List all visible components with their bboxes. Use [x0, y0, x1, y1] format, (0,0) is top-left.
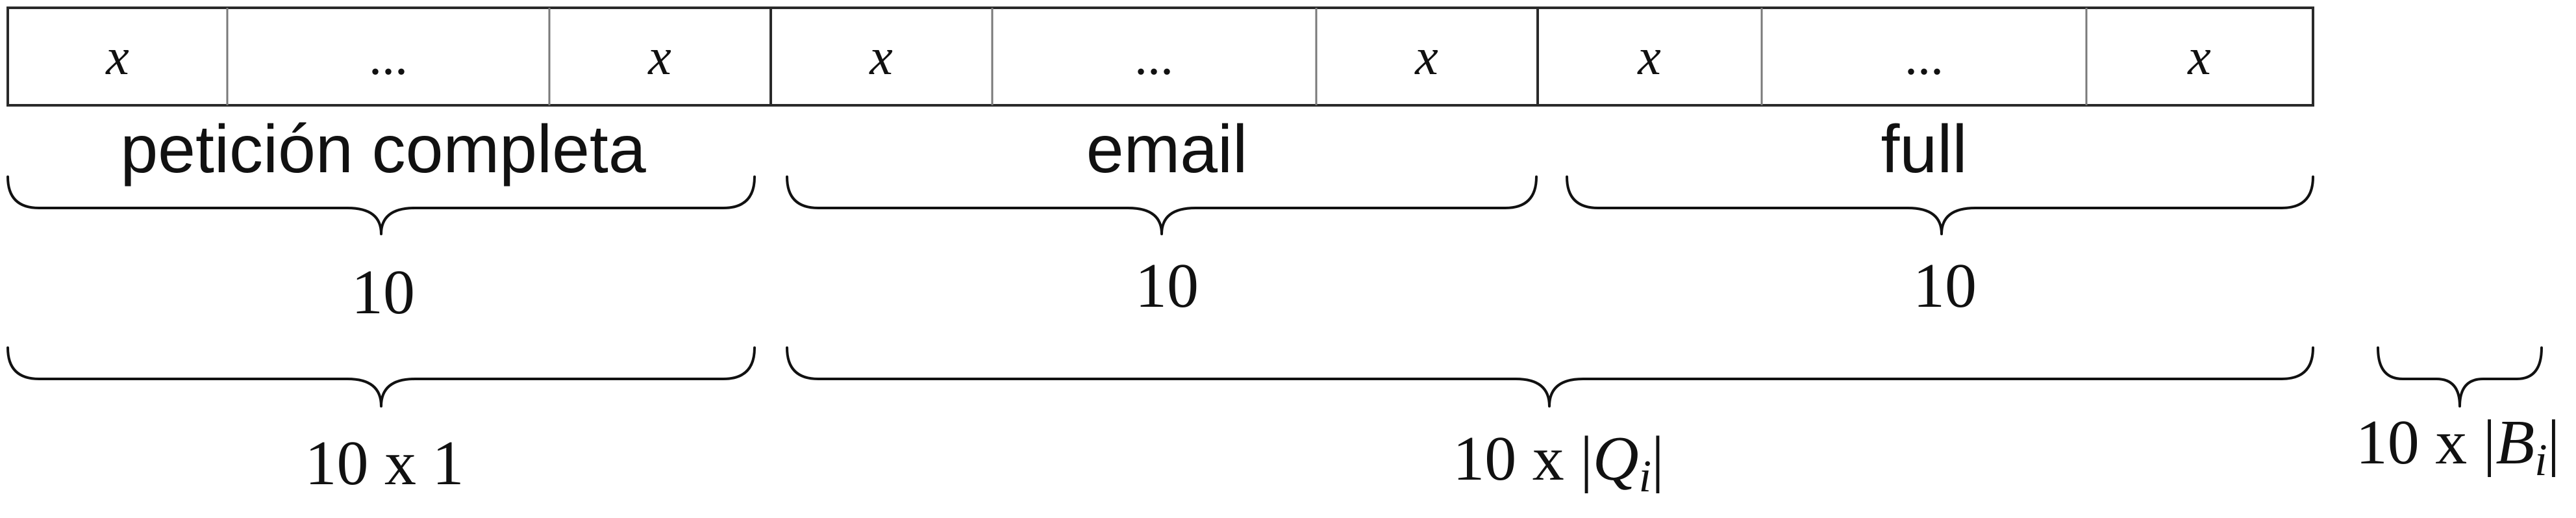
sequence-cell: x [1414, 29, 1438, 86]
total-label: 10 x 1 [305, 428, 464, 499]
total-brace [786, 346, 2314, 408]
total-brace [6, 346, 756, 408]
group-brace [1566, 175, 2314, 235]
sequence-cell: x [105, 29, 129, 86]
total-label-subscript: i [1639, 452, 1651, 502]
total-label-prefix: 10 x | [1453, 424, 1593, 494]
group-label: email [1086, 112, 1248, 187]
sequence-cell: x [869, 29, 893, 86]
sequence-cell: ... [1905, 29, 1944, 86]
group-count: 10 [1913, 251, 1977, 321]
sequence-bar-outline [6, 6, 2314, 107]
total-label-prefix: 10 x 1 [305, 428, 464, 499]
sequence-cell: ... [1134, 29, 1173, 86]
group-count: 10 [351, 257, 415, 328]
total-label-subscript: i [2534, 435, 2547, 486]
total-label-prefix: 10 x | [2356, 408, 2496, 478]
sequence-cell: x [2187, 29, 2211, 86]
group-brace [786, 175, 1538, 235]
total-label-suffix: | [2547, 408, 2560, 478]
group-brace [6, 175, 756, 235]
sequence-cell: ... [369, 29, 408, 86]
sequence-cell: x [1637, 29, 1661, 86]
total-label-suffix: | [1651, 424, 1664, 494]
total-label-symbol: Q [1593, 424, 1639, 494]
sequence-cell: x [647, 29, 671, 86]
sequence-bar: x ... x x ... x x ... x [6, 6, 2314, 107]
group-label: petición completa [120, 112, 646, 187]
total-label: 10 x |Qi| [1453, 424, 1664, 502]
total-label-symbol: B [2495, 408, 2534, 478]
group-label: full [1881, 112, 1968, 187]
total-label: 10 x |Bi| [2356, 408, 2560, 486]
total-brace [2377, 346, 2543, 408]
group-count: 10 [1135, 251, 1199, 321]
